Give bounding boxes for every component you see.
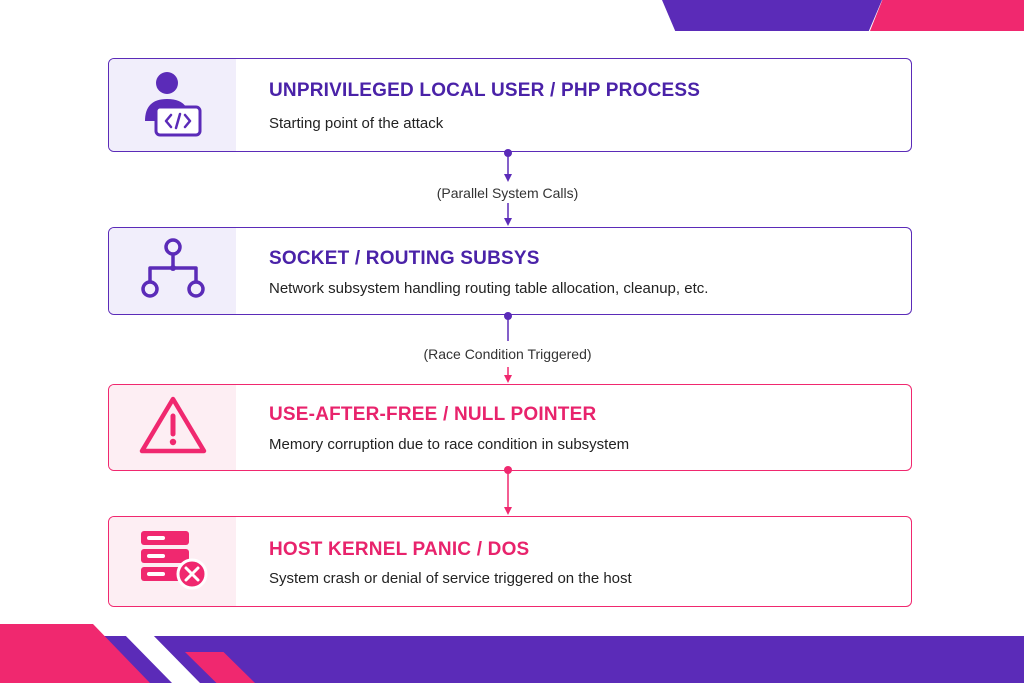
user-code-icon (141, 69, 205, 142)
step-description: Memory corruption due to race condition … (269, 436, 630, 453)
network-tree-icon (138, 237, 208, 306)
connector-arrow (498, 311, 518, 385)
step-box-user: UNPRIVILEGED LOCAL USER / PHP PROCESS St… (108, 58, 912, 152)
step-title: UNPRIVILEGED LOCAL USER / PHP PROCESS (269, 80, 701, 101)
step-title: USE-AFTER-FREE / NULL POINTER (269, 404, 597, 425)
step-box-socket: SOCKET / ROUTING SUBSYS Network subsyste… (108, 227, 912, 315)
step-title: HOST KERNEL PANIC / DOS (269, 539, 530, 560)
server-error-icon (137, 527, 209, 596)
top-decor-pink-stripe (870, 0, 1024, 31)
step-icon-area (109, 228, 236, 314)
connector-label: (Parallel System Calls) (436, 185, 579, 201)
step-icon-area (109, 59, 236, 151)
step-box-use-after-free: USE-AFTER-FREE / NULL POINTER Memory cor… (108, 384, 912, 471)
step-icon-area (109, 517, 236, 606)
connector-arrow (498, 465, 518, 517)
step-box-kernel-panic: HOST KERNEL PANIC / DOS System crash or … (108, 516, 912, 607)
step-icon-area (109, 385, 236, 470)
connector-label: (Race Condition Triggered) (423, 346, 592, 362)
top-decor-purple-stripe (662, 0, 882, 31)
step-title: SOCKET / ROUTING SUBSYS (269, 248, 540, 269)
step-description: Network subsystem handling routing table… (269, 280, 709, 297)
step-description: Starting point of the attack (269, 115, 444, 132)
connector-arrow (498, 148, 518, 228)
warning-triangle-icon (138, 394, 208, 461)
step-description: System crash or denial of service trigge… (269, 570, 632, 587)
